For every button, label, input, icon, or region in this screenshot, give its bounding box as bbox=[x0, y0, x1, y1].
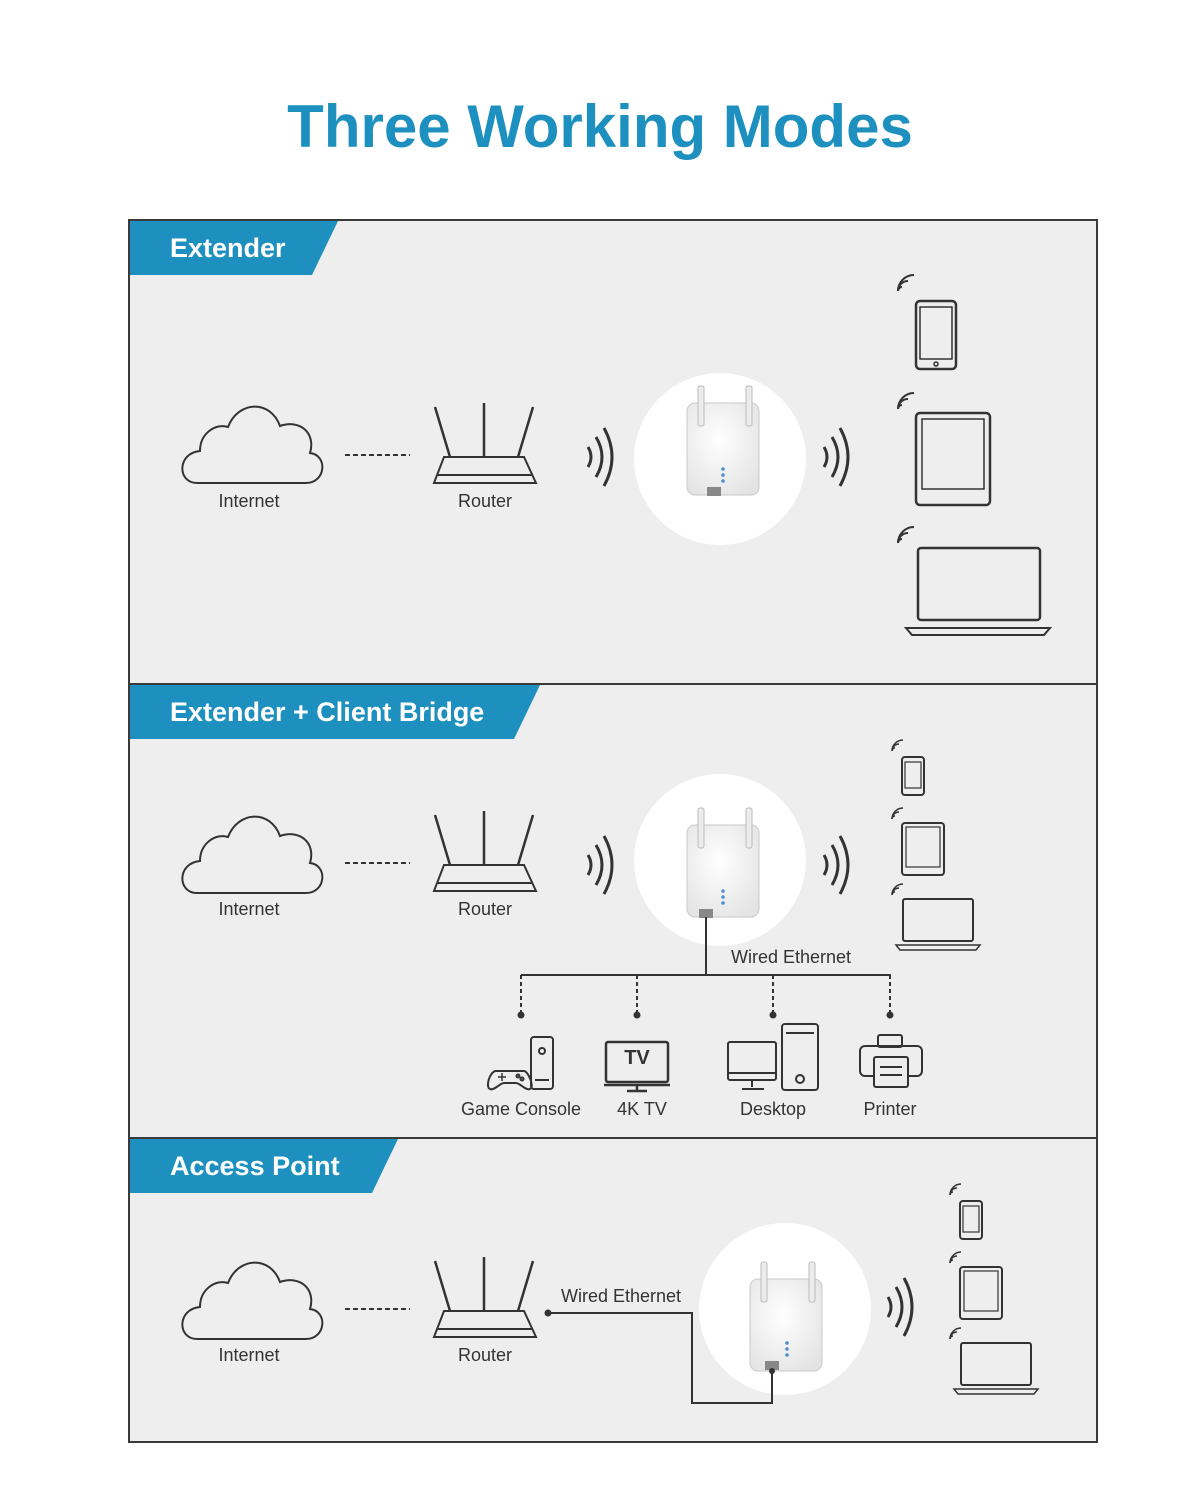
router-icon bbox=[432, 1257, 538, 1338]
tablet-icon bbox=[949, 1251, 1003, 1320]
mode-tab-access-point: Access Point bbox=[130, 1139, 398, 1193]
extender-device bbox=[699, 1223, 871, 1395]
router-icon bbox=[432, 403, 538, 484]
connection-dots bbox=[517, 1011, 894, 1019]
printer-label: Printer bbox=[863, 1099, 917, 1119]
game-console-icon bbox=[486, 1036, 554, 1091]
wired-ethernet-line bbox=[548, 1312, 773, 1404]
game-console-label: Game Console bbox=[460, 1099, 582, 1119]
wifi-waves-icon bbox=[822, 427, 850, 487]
page-title: Three Working Modes bbox=[287, 93, 913, 160]
panel-extender: Extender Internet Router bbox=[130, 221, 1096, 681]
laptop-icon bbox=[949, 1327, 1040, 1395]
wired-ethernet-label: Wired Ethernet bbox=[731, 947, 852, 967]
client-bridge-diagram bbox=[181, 739, 982, 1093]
extender-device bbox=[634, 774, 806, 946]
router-label: Router bbox=[457, 899, 513, 919]
wifi-waves-icon bbox=[586, 835, 614, 895]
internet-label: Internet bbox=[218, 899, 280, 919]
desktop-label: Desktop bbox=[739, 1099, 807, 1119]
desktop-icon bbox=[727, 1023, 819, 1091]
wifi-waves-icon bbox=[822, 835, 850, 895]
connection-dot bbox=[544, 1309, 552, 1317]
laptop-icon bbox=[891, 883, 982, 951]
mode-tab-client-bridge: Extender + Client Bridge bbox=[130, 685, 540, 739]
cloud-icon bbox=[181, 405, 324, 484]
smartphone-icon bbox=[897, 274, 958, 371]
printer-icon bbox=[859, 1034, 923, 1088]
tv-label: 4K TV bbox=[617, 1099, 667, 1119]
wifi-waves-icon bbox=[586, 427, 614, 487]
extender-diagram bbox=[181, 274, 1053, 636]
panel-client-bridge: Extender + Client Bridge Internet Router… bbox=[130, 683, 1096, 1137]
router-label: Router bbox=[457, 1345, 513, 1365]
connection-dot bbox=[769, 1368, 775, 1374]
panel-access-point: Access Point Internet Router Wired Ether… bbox=[130, 1137, 1096, 1443]
wired-ethernet-label: Wired Ethernet bbox=[561, 1286, 682, 1306]
extender-device bbox=[634, 373, 806, 545]
access-point-diagram bbox=[181, 1183, 1040, 1404]
internet-label: Internet bbox=[218, 491, 280, 511]
tv-screen-label: TV bbox=[624, 1047, 650, 1069]
tablet-icon bbox=[897, 392, 992, 507]
tablet-icon bbox=[891, 807, 945, 876]
mode-tab-extender: Extender bbox=[130, 221, 338, 275]
internet-label: Internet bbox=[218, 1345, 280, 1365]
router-label: Router bbox=[457, 491, 513, 511]
wifi-waves-icon bbox=[886, 1277, 914, 1337]
smartphone-icon bbox=[891, 739, 925, 796]
smartphone-icon bbox=[949, 1183, 983, 1240]
cloud-icon bbox=[181, 815, 324, 894]
router-icon bbox=[432, 811, 538, 892]
wired-ethernet-tree bbox=[520, 917, 891, 1013]
cloud-icon bbox=[181, 1261, 324, 1340]
laptop-icon bbox=[897, 526, 1053, 636]
modes-frame: Extender Internet Router bbox=[128, 219, 1098, 1443]
tv-icon bbox=[604, 1040, 670, 1093]
